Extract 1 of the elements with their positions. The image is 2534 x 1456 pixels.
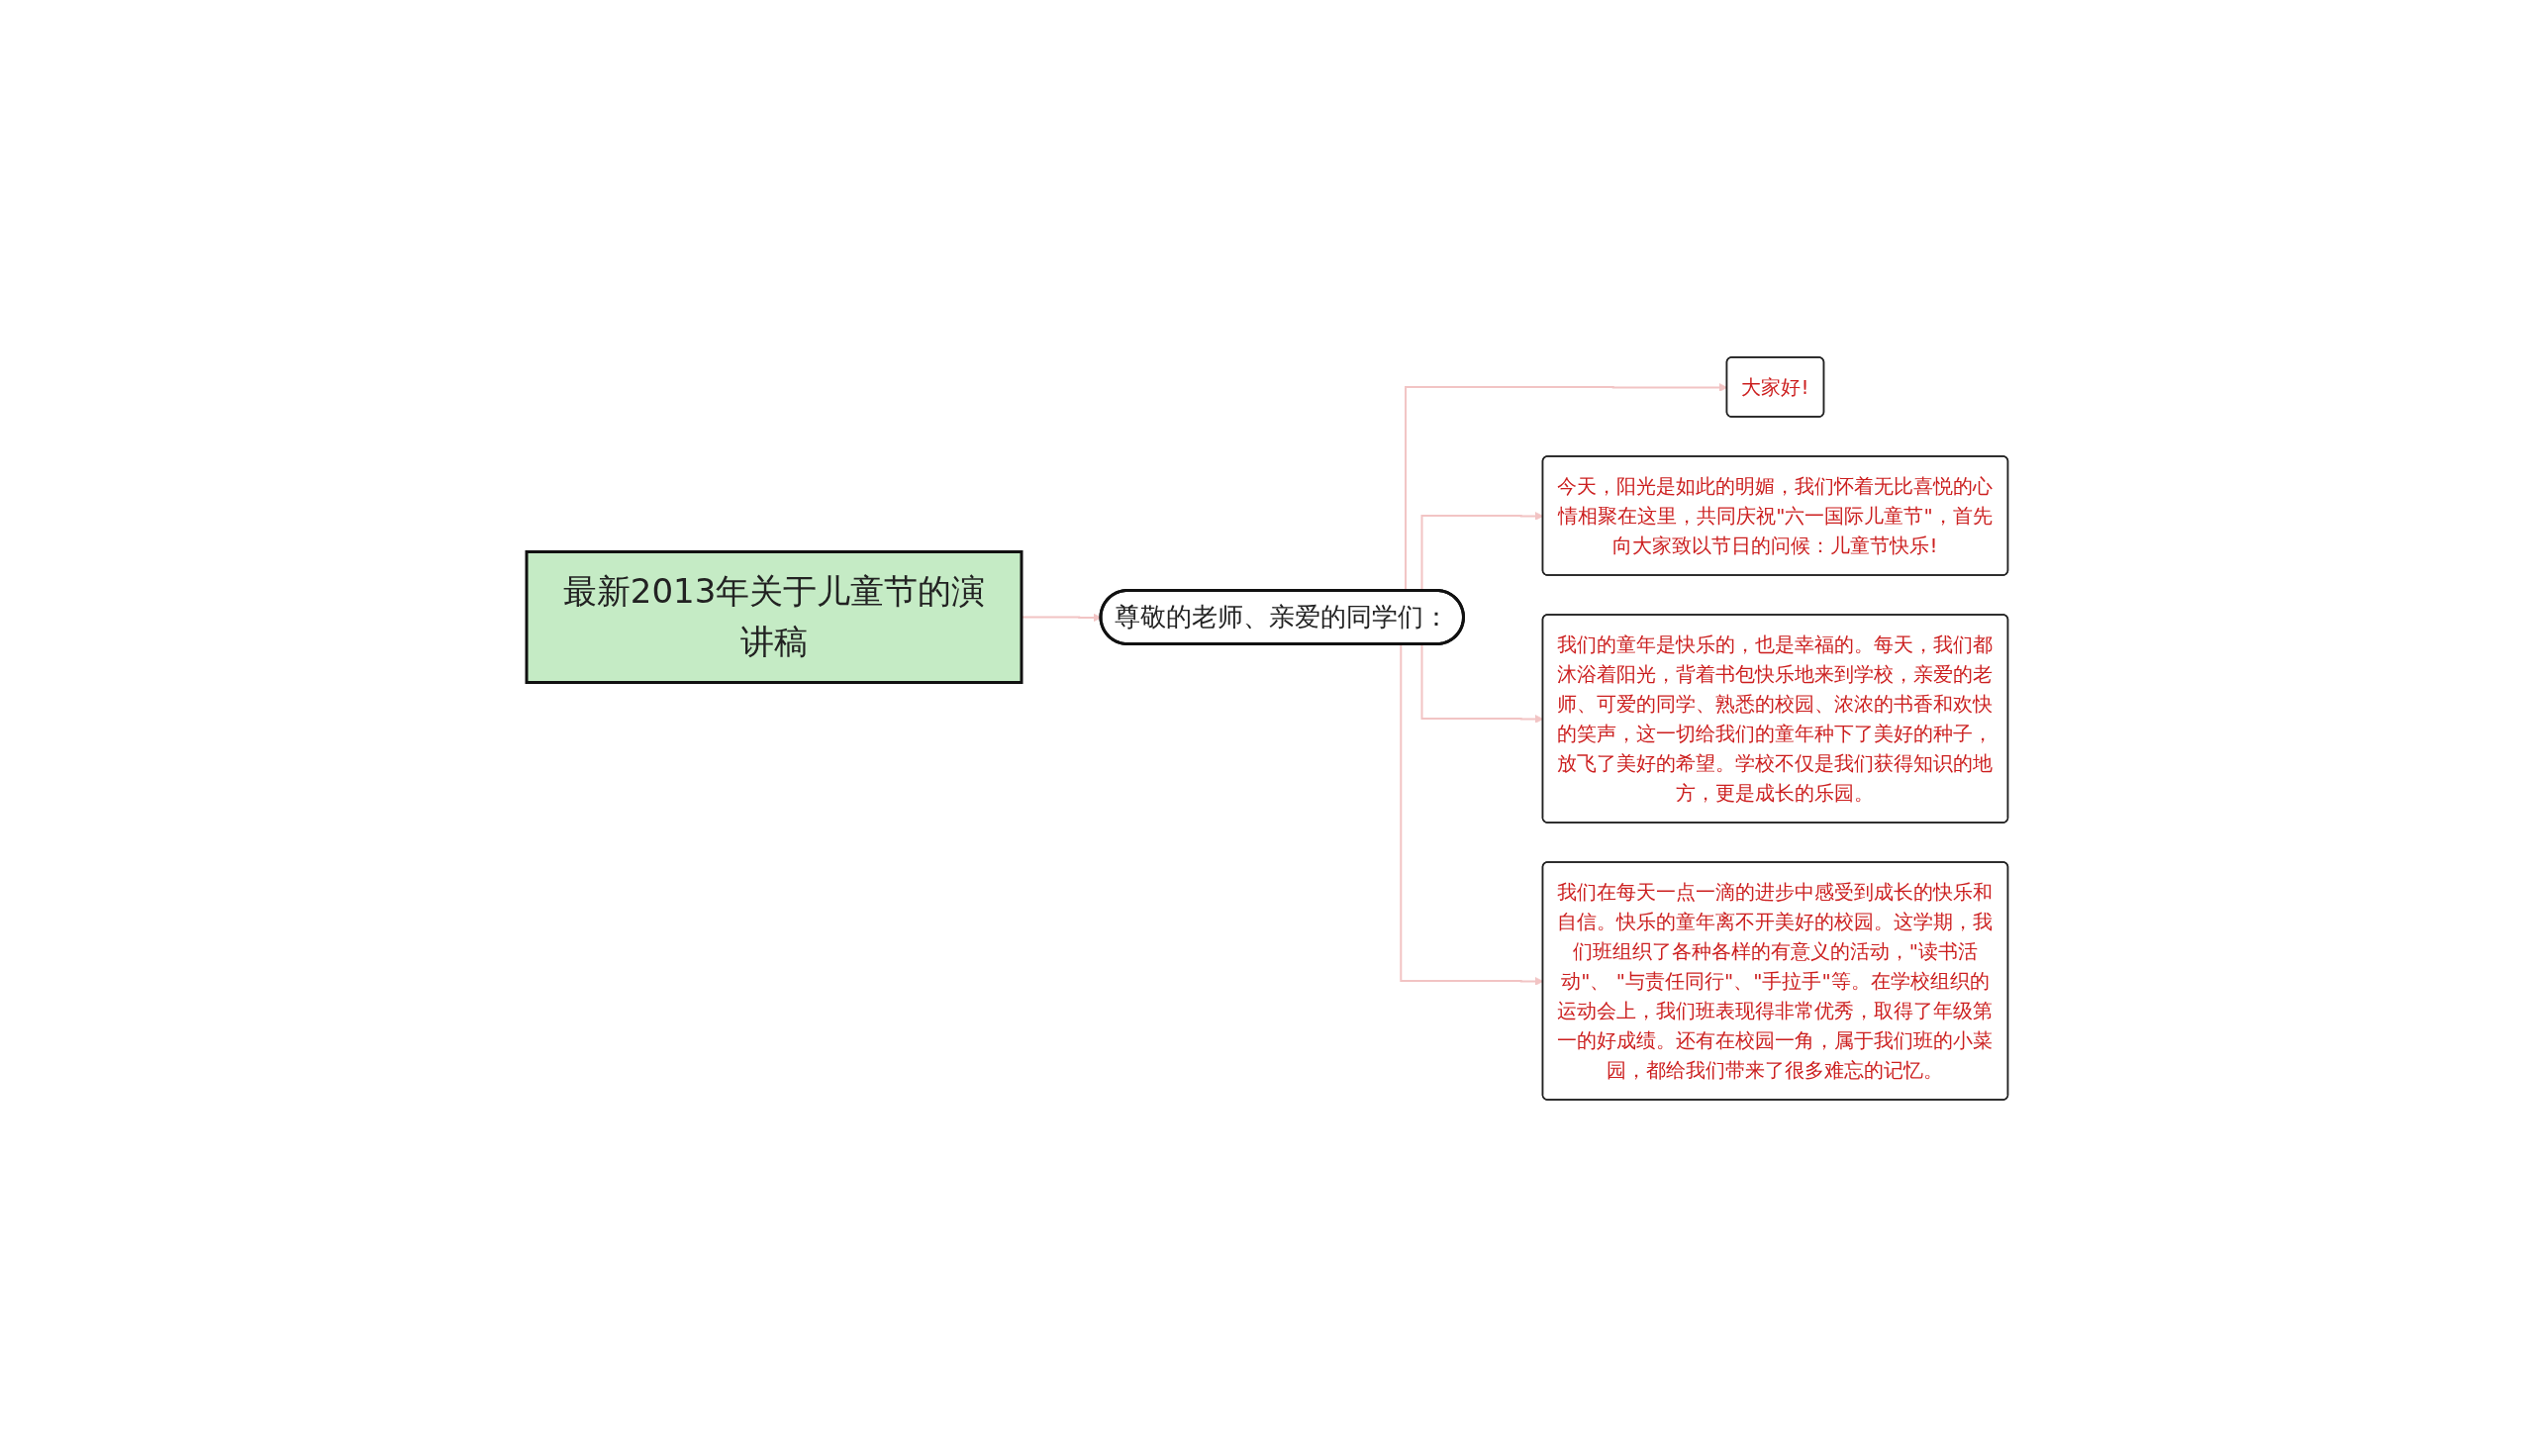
node-box: 最新2013年关于儿童节的演讲稿 — [525, 549, 1023, 684]
